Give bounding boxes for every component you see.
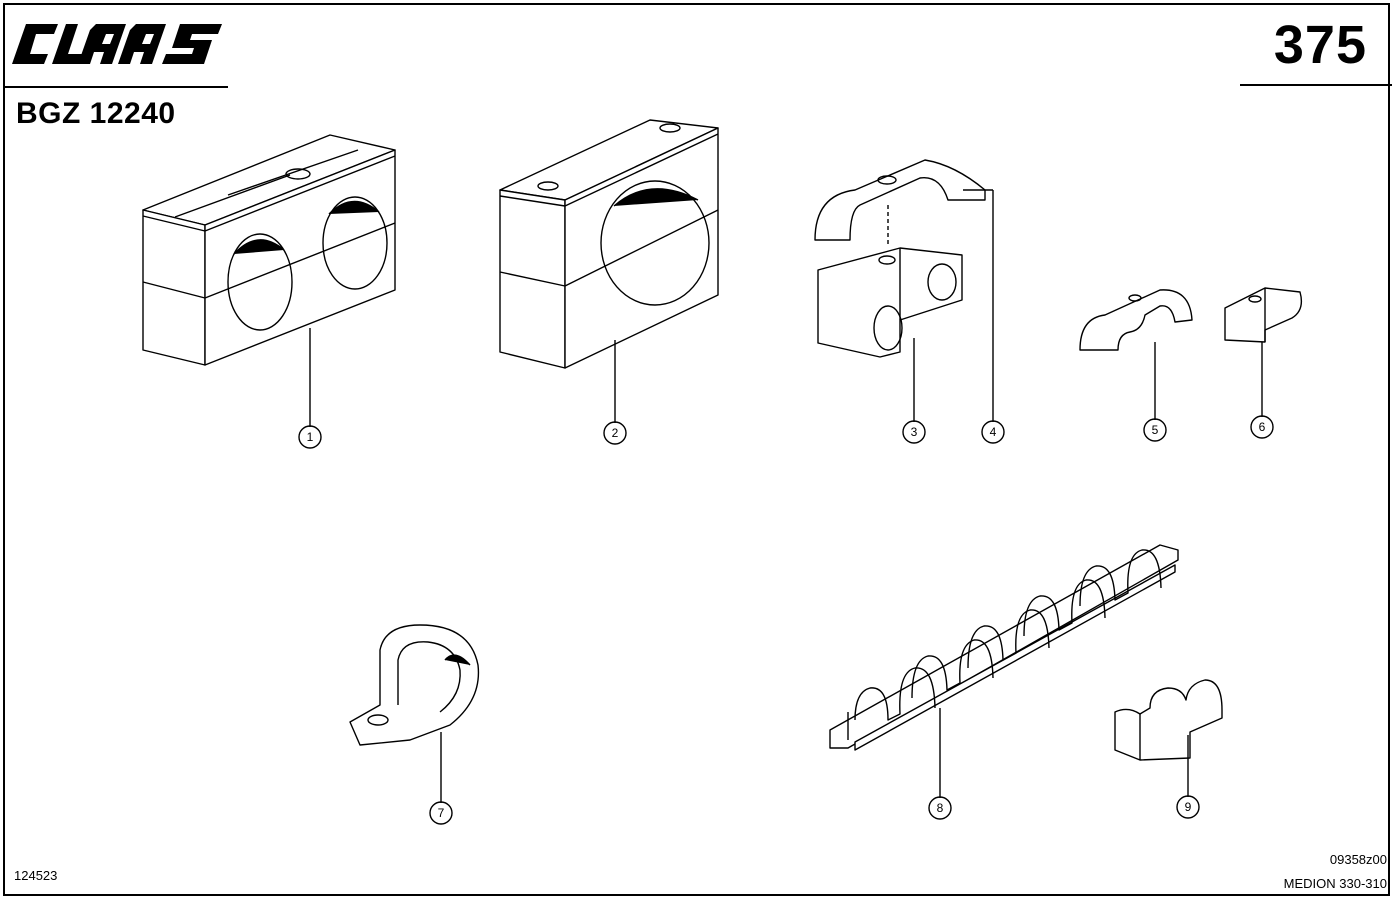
callout-8-circle (928, 796, 952, 820)
callout-6: 6 (1259, 420, 1266, 434)
claas-logo (12, 24, 222, 64)
part-6-small-block (1224, 287, 1303, 343)
callout-5: 5 (1152, 423, 1159, 437)
part-7-p-clip (349, 624, 480, 746)
part-3-clamp-lower (817, 247, 963, 358)
callout-2: 2 (612, 426, 619, 440)
part-4-clamp-upper (814, 159, 986, 245)
part-9-double-saddle (1114, 679, 1223, 761)
callout-2-circle (603, 421, 627, 445)
callout-9-circle (1176, 795, 1200, 819)
callout-7: 7 (438, 806, 445, 820)
callout-3: 3 (911, 425, 918, 439)
left-code: 124523 (14, 868, 58, 883)
page-number-rule (1240, 84, 1392, 86)
callout-8: 8 (937, 801, 944, 815)
callout-1-circle (298, 425, 322, 449)
callout-6-circle (1250, 415, 1274, 439)
page-number: 375 (1273, 15, 1367, 75)
callout-4: 4 (990, 425, 997, 439)
callout-7-circle (429, 801, 453, 825)
callout-4-circle (981, 420, 1005, 444)
callout-9: 9 (1185, 800, 1192, 814)
drawing-code: 09358z00 (1329, 852, 1387, 867)
callout-1: 1 (307, 430, 314, 444)
part-8-pipe-rail (829, 544, 1179, 751)
model-label: MEDION 330-310 (1283, 876, 1387, 891)
group-code: BGZ 12240 (16, 97, 176, 130)
part-1-double-clamp-block (142, 134, 396, 366)
footer-codes: 09358z00 MEDION 330-310 (1284, 848, 1387, 896)
callout-3-circle (902, 420, 926, 444)
callout-5-circle (1143, 418, 1167, 442)
drawing-frame (3, 3, 1390, 896)
part-2-single-clamp-block (499, 119, 719, 369)
part-5-saddle-clip (1079, 289, 1193, 351)
logo-rule (3, 86, 228, 88)
